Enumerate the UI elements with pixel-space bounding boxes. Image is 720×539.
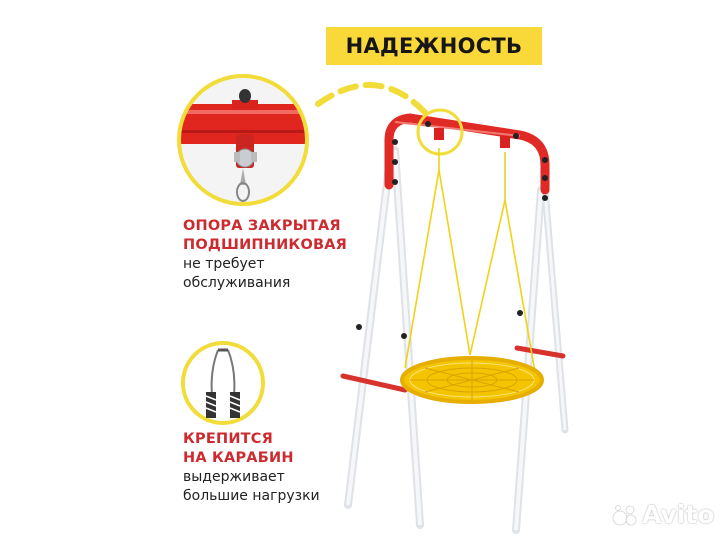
feature-title-line: ОПОРА ЗАКРЫТАЯ xyxy=(183,218,341,234)
feature-title-line: НА КАРАБИН xyxy=(183,450,294,466)
feature-desc-line: не требует xyxy=(183,256,265,272)
dashed-connector xyxy=(315,82,433,121)
watermark-text: Avito xyxy=(642,500,715,529)
bearing-closeup-icon xyxy=(177,74,309,206)
nest-seat xyxy=(400,356,544,404)
feature-title-line: ПОДШИПНИКОВАЯ xyxy=(183,237,348,253)
carabiner-closeup-icon xyxy=(181,341,265,425)
swing-frame xyxy=(340,108,569,534)
page-title: НАДЕЖНОСТЬ xyxy=(345,34,523,58)
feature-desc-line: обслуживания xyxy=(183,275,291,291)
avito-watermark: Avito xyxy=(612,500,714,529)
feature-carabiner: КРЕПИТСЯ НА КАРАБИН выдерживает большие … xyxy=(183,430,320,506)
avito-logo-icon xyxy=(612,504,637,525)
feature-title-line: КРЕПИТСЯ xyxy=(183,431,273,447)
swing-ropes xyxy=(404,148,536,373)
feature-bearing: ОПОРА ЗАКРЫТАЯ ПОДШИПНИКОВАЯ не требует … xyxy=(183,217,347,293)
title-badge: НАДЕЖНОСТЬ xyxy=(326,27,542,65)
feature-desc-line: большие нагрузки xyxy=(183,488,320,504)
feature-desc-line: выдерживает xyxy=(183,469,285,485)
